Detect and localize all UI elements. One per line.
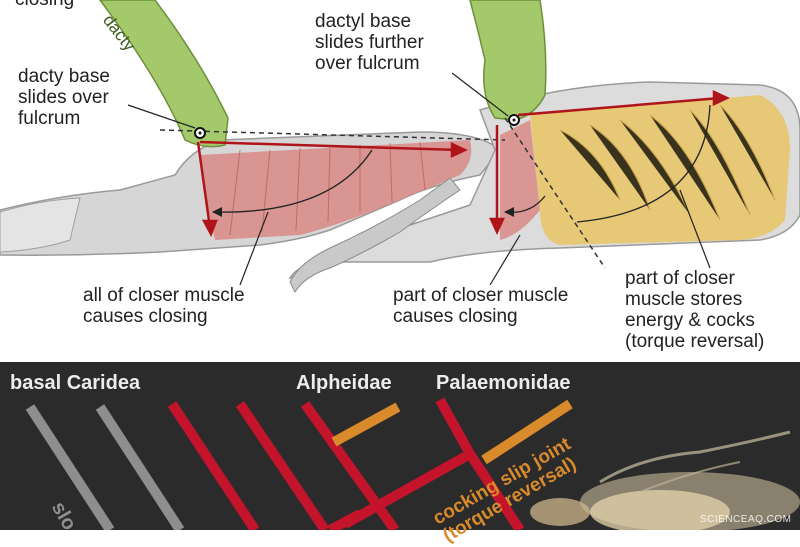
shrimp-photo: [530, 430, 800, 530]
phylogeny-tree: [0, 362, 800, 530]
red-lineages: [167, 397, 525, 530]
orange-trait-branches: [331, 399, 573, 465]
watermark: SCIENCEAQ.COM: [700, 514, 792, 525]
all-closer-label: all of closer muscle causes closing: [80, 285, 248, 327]
left-closer-muscle: [200, 140, 472, 240]
left-claw-tip: [0, 197, 81, 253]
dacty-base-label: dacty base slides over fulcrum: [15, 66, 113, 129]
gray-lineages: [25, 404, 185, 530]
right-dashed-line: [504, 117, 606, 269]
part-stores-label: part of closer muscle stores energy & co…: [622, 268, 768, 352]
force-arrows: [196, 90, 730, 237]
palaemonidae-label: Palaemonidae: [436, 372, 571, 394]
dactyl-base-label: dactyl base slides further over fulcrum: [312, 11, 427, 74]
part-closing-label: part of closer muscle causes closing: [390, 285, 572, 327]
alpheidae-label: Alpheidae: [296, 372, 392, 394]
right-claw-finger: [289, 177, 461, 294]
left-dashed-line: [159, 129, 506, 141]
left-dactyl: [99, 0, 229, 148]
torque-arrowheads: [212, 207, 514, 217]
leader-lines: [127, 72, 711, 286]
left-fulcrum: [194, 127, 206, 139]
right-fulcrum: [508, 114, 520, 126]
closing-label-partial: closing: [12, 0, 77, 10]
basal-caridea-label: basal Caridea: [10, 372, 141, 394]
